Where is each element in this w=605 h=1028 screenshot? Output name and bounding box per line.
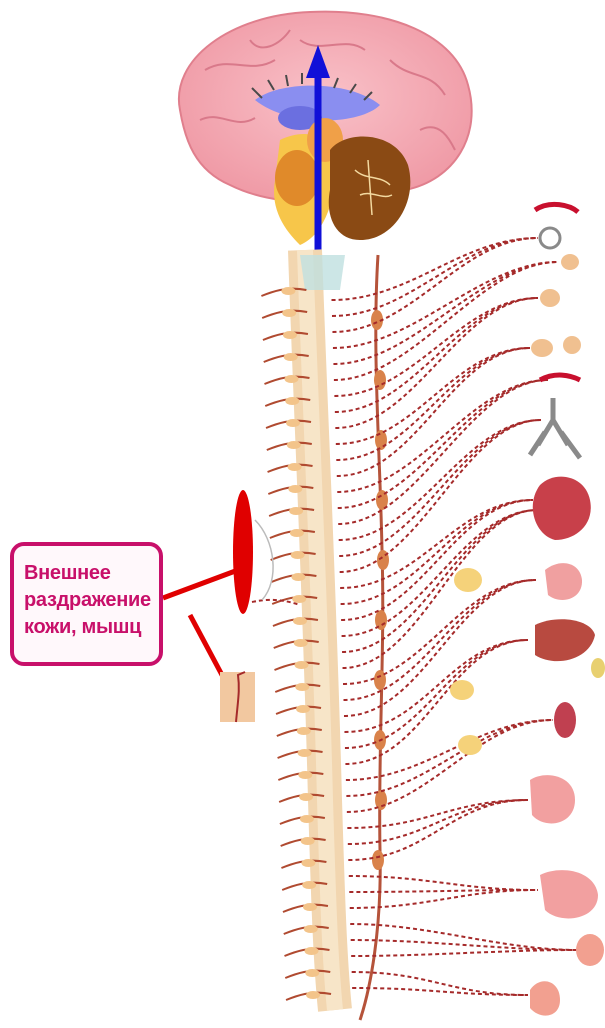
root-ganglion: [289, 507, 303, 515]
bladder: [576, 934, 604, 966]
spinal-cord: [300, 250, 345, 1010]
heart: [533, 477, 591, 540]
nerve-fiber: [352, 988, 528, 995]
gland-2: [540, 289, 560, 307]
stimulus-ellipse: [233, 490, 253, 614]
root-ganglion: [288, 485, 302, 493]
root-ganglion: [306, 991, 320, 999]
root-ganglion: [293, 617, 307, 625]
root-ganglion: [298, 749, 312, 757]
callout-text: Внешнее раздражение кожи, мышц: [24, 560, 151, 641]
eye: [540, 228, 560, 248]
root-ganglion: [291, 551, 305, 559]
gland-1: [561, 254, 579, 270]
nerve-fiber: [346, 720, 553, 780]
brain: [179, 12, 472, 245]
stimulus-callout: Внешнее раздражение кожи, мышц: [10, 542, 163, 666]
root-ganglion: [290, 529, 304, 537]
root-ganglion: [281, 287, 295, 295]
root-ganglion: [297, 727, 311, 735]
root-ganglion: [304, 925, 318, 933]
nerve-fiber: [338, 380, 548, 508]
colon: [540, 870, 598, 918]
root-ganglion: [305, 947, 319, 955]
liver: [535, 619, 595, 661]
gallbladder: [591, 658, 605, 678]
root-ganglion: [292, 595, 306, 603]
reproductive-organ: [530, 981, 560, 1015]
nerve-fiber: [348, 800, 528, 844]
nerve-fiber: [332, 238, 538, 332]
nerve-fiber: [342, 510, 538, 636]
nerve-fiber: [349, 876, 538, 890]
root-ganglion: [301, 837, 315, 845]
kidney: [554, 702, 576, 738]
nerve-fiber: [339, 420, 541, 540]
root-ganglion: [291, 573, 305, 581]
nerve-fiber: [351, 950, 578, 956]
root-ganglion: [300, 815, 314, 823]
trachea: [530, 398, 580, 458]
root-ganglion: [294, 661, 308, 669]
nerve-fiber: [351, 940, 578, 950]
gland-4: [563, 336, 581, 354]
root-ganglion: [298, 771, 312, 779]
root-ganglion: [285, 397, 299, 405]
root-ganglion: [284, 353, 298, 361]
stomach: [545, 563, 582, 600]
vessel: [540, 375, 580, 380]
nerve-fiber: [341, 500, 533, 604]
root-ganglion: [288, 463, 302, 471]
root-ganglion: [286, 419, 300, 427]
nerve-fiber: [339, 420, 541, 556]
eye-muscle: [535, 204, 578, 212]
root-ganglion: [299, 793, 313, 801]
nerve-fiber: [343, 580, 536, 684]
nerve-fiber: [335, 298, 538, 428]
root-ganglion: [303, 903, 317, 911]
nerve-fiber: [344, 580, 536, 716]
root-ganglion: [287, 441, 301, 449]
nerve-fiber: [336, 348, 530, 460]
nerve-fiber: [350, 924, 578, 950]
nerve-fiber: [334, 298, 538, 396]
root-ganglion: [294, 639, 308, 647]
root-ganglion: [282, 309, 296, 317]
intestine: [530, 775, 575, 823]
organs: [530, 204, 605, 1015]
root-ganglion: [295, 683, 309, 691]
root-ganglion: [284, 375, 298, 383]
gland-3: [531, 339, 553, 357]
nerve-fiber: [333, 262, 558, 348]
nerve-fiber: [334, 262, 558, 380]
nerve-fiber: [337, 348, 530, 476]
nerve-fiber: [332, 238, 539, 300]
nerve-fiber: [347, 800, 528, 828]
skin-stimulus: [163, 490, 300, 722]
root-ganglion: [305, 969, 319, 977]
root-ganglion: [302, 881, 316, 889]
nerve-fiber: [344, 580, 537, 700]
root-ganglion: [283, 331, 297, 339]
root-ganglion: [296, 705, 310, 713]
nerve-fiber: [345, 640, 528, 764]
nerve-fiber: [340, 500, 533, 588]
root-ganglion: [301, 859, 315, 867]
